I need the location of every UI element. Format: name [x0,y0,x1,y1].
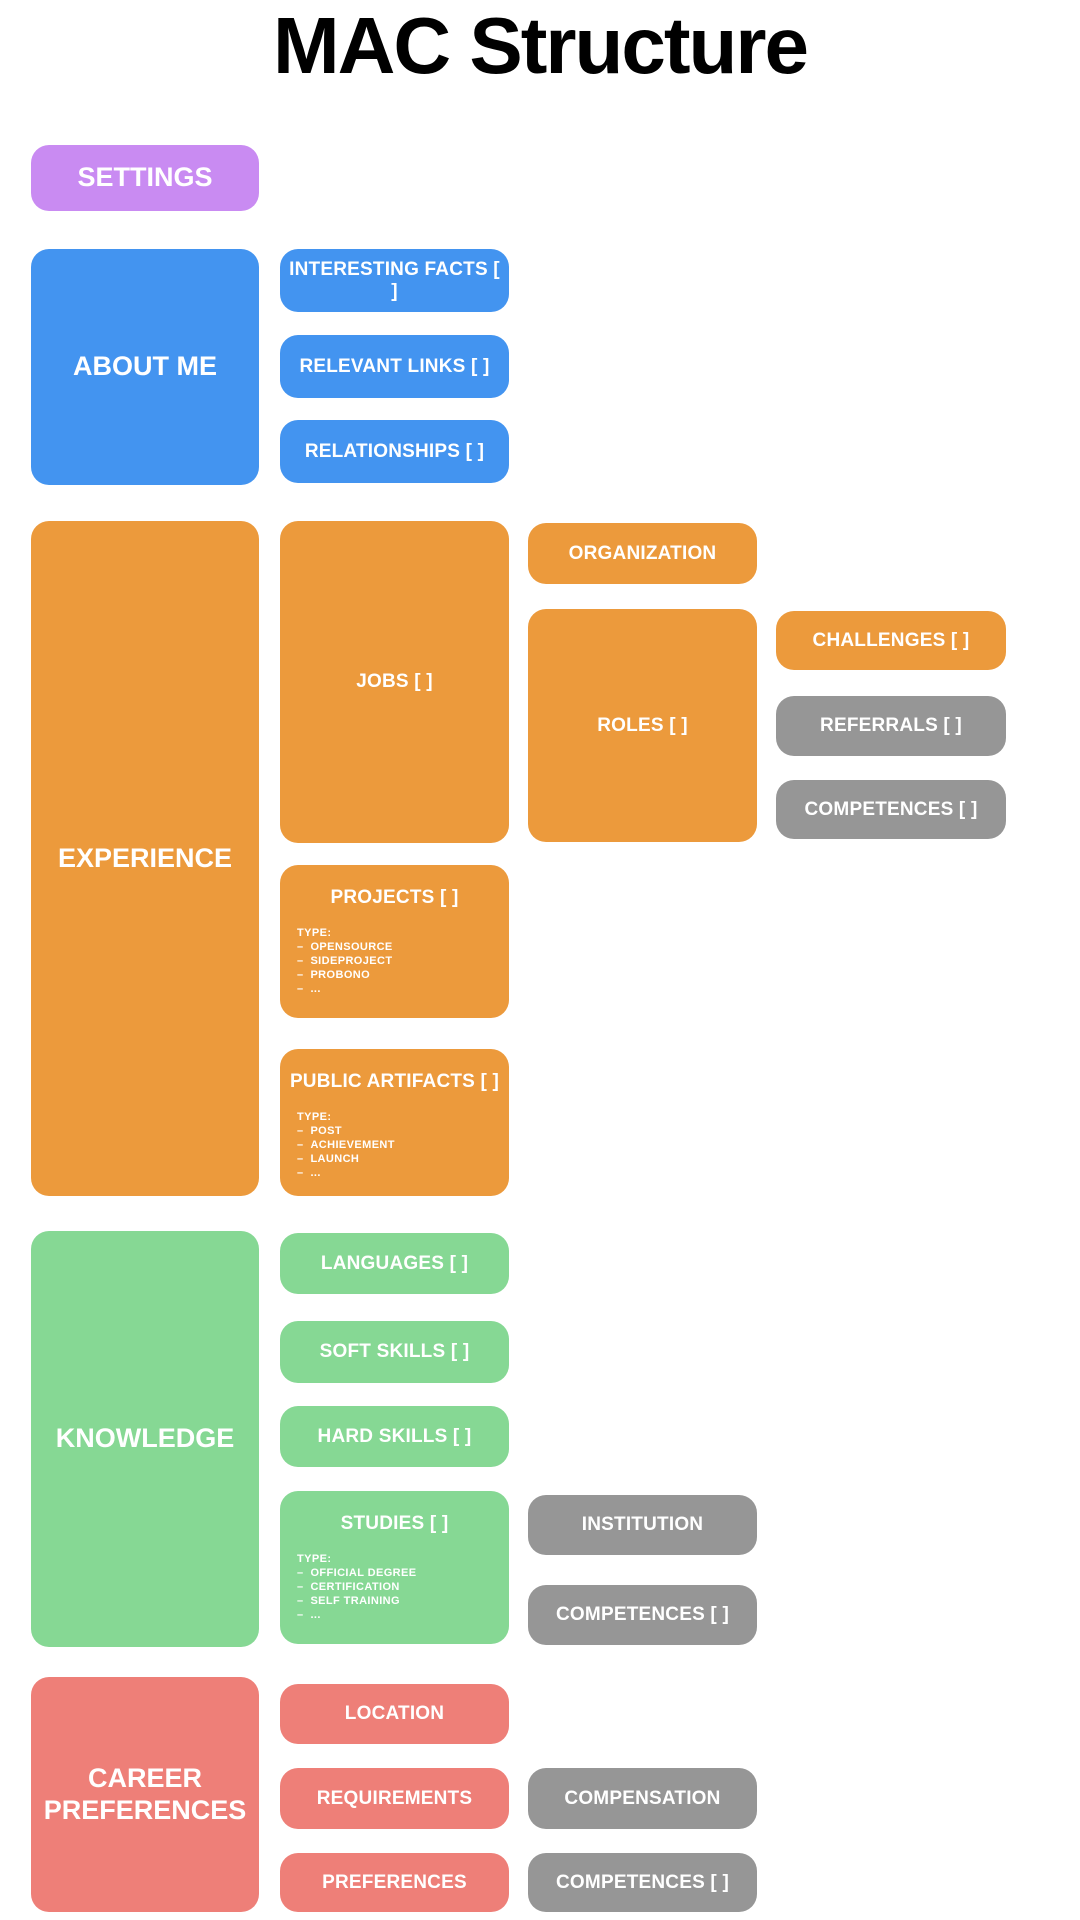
challenges-label: CHALLENGES [ ] [812,629,970,651]
relevant-links-label: RELEVANT LINKS [ ] [299,355,490,377]
experience-label: EXPERIENCE [57,842,233,873]
languages-label: LANGUAGES [ ] [320,1252,469,1274]
public-artifacts-type-item: ... [297,1166,509,1180]
projects-type-item: ... [297,982,509,996]
diagram-title: MAC Structure [272,1,809,90]
relationships-box: RELATIONSHIPS [ ] [280,420,509,483]
studies-type-item: SELF TRAINING [297,1594,509,1608]
hard-skills-label: HARD SKILLS [ ] [317,1425,472,1447]
compensation-box: COMPENSATION [528,1768,757,1829]
studies-type-item: ... [297,1608,509,1622]
organization-box: ORGANIZATION [528,523,757,584]
public-artifacts-type-list: TYPE: POST ACHIEVEMENT LAUNCH ... [280,1110,509,1180]
interesting-facts-box: INTERESTING FACTS [ ] [280,249,509,312]
hard-skills-box: HARD SKILLS [ ] [280,1406,509,1467]
preferences-label: PREFERENCES [322,1871,467,1893]
challenges-box: CHALLENGES [ ] [776,611,1006,670]
projects-type-item: SIDEPROJECT [297,954,509,968]
roles-competences-box: COMPETENCES [ ] [776,780,1006,839]
about-me-label: ABOUT ME [73,351,217,382]
location-label: LOCATION [344,1703,445,1724]
requirements-label: REQUIREMENTS [316,1787,473,1809]
jobs-box: JOBS [ ] [280,521,509,843]
compensation-label: COMPENSATION [564,1787,721,1809]
projects-box: PROJECTS [ ] TYPE: OPENSOURCE SIDEPROJEC… [280,865,509,1018]
studies-competences-label: COMPETENCES [ ] [556,1604,729,1625]
career-preferences-label: CAREER PREFERENCES [43,1763,247,1825]
public-artifacts-box: PUBLIC ARTIFACTS [ ] TYPE: POST ACHIEVEM… [280,1049,509,1196]
soft-skills-box: SOFT SKILLS [ ] [280,1321,509,1383]
institution-box: INSTITUTION [528,1495,757,1555]
referrals-label: REFERRALS [ ] [820,715,962,736]
relevant-links-box: RELEVANT LINKS [ ] [280,335,509,398]
studies-box: STUDIES [ ] TYPE: OFFICIAL DEGREE CERTIF… [280,1491,509,1644]
settings-label: SETTINGS [77,162,213,193]
public-artifacts-type-item: LAUNCH [297,1152,509,1166]
referrals-box: REFERRALS [ ] [776,696,1006,756]
public-artifacts-label: PUBLIC ARTIFACTS [ ] [289,1071,500,1092]
roles-competences-label: COMPETENCES [ ] [804,798,978,820]
studies-type-item: OFFICIAL DEGREE [297,1566,509,1580]
jobs-label: JOBS [ ] [356,671,433,692]
about-me-box: ABOUT ME [31,249,259,485]
studies-type-list: TYPE: OFFICIAL DEGREE CERTIFICATION SELF… [280,1552,509,1622]
relationships-label: RELATIONSHIPS [ ] [304,440,485,462]
languages-box: LANGUAGES [ ] [280,1233,509,1294]
requirements-competences-label: COMPETENCES [ ] [556,1871,729,1893]
knowledge-label: KNOWLEDGE [55,1423,235,1454]
projects-type-item: PROBONO [297,968,509,982]
projects-type-list: TYPE: OPENSOURCE SIDEPROJECT PROBONO ... [280,926,509,996]
studies-competences-box: COMPETENCES [ ] [528,1585,757,1645]
preferences-box: PREFERENCES [280,1853,509,1912]
studies-label: STUDIES [ ] [340,1513,449,1534]
experience-box: EXPERIENCE [31,521,259,1196]
public-artifacts-type-item: POST [297,1124,509,1138]
career-preferences-box: CAREER PREFERENCES [31,1677,259,1912]
projects-label: PROJECTS [ ] [330,887,459,908]
projects-type-item: OPENSOURCE [297,940,509,954]
public-artifacts-type-item: ACHIEVEMENT [297,1138,509,1152]
requirements-competences-box: COMPETENCES [ ] [528,1853,757,1912]
settings-box: SETTINGS [31,145,259,211]
location-box: LOCATION [280,1684,509,1744]
roles-label: ROLES [ ] [597,714,688,736]
knowledge-box: KNOWLEDGE [31,1231,259,1647]
interesting-facts-label: INTERESTING FACTS [ ] [289,258,500,302]
requirements-box: REQUIREMENTS [280,1768,509,1829]
organization-label: ORGANIZATION [568,542,717,564]
institution-label: INSTITUTION [581,1514,704,1535]
soft-skills-label: SOFT SKILLS [ ] [319,1341,470,1362]
roles-box: ROLES [ ] [528,609,757,842]
studies-type-item: CERTIFICATION [297,1580,509,1594]
